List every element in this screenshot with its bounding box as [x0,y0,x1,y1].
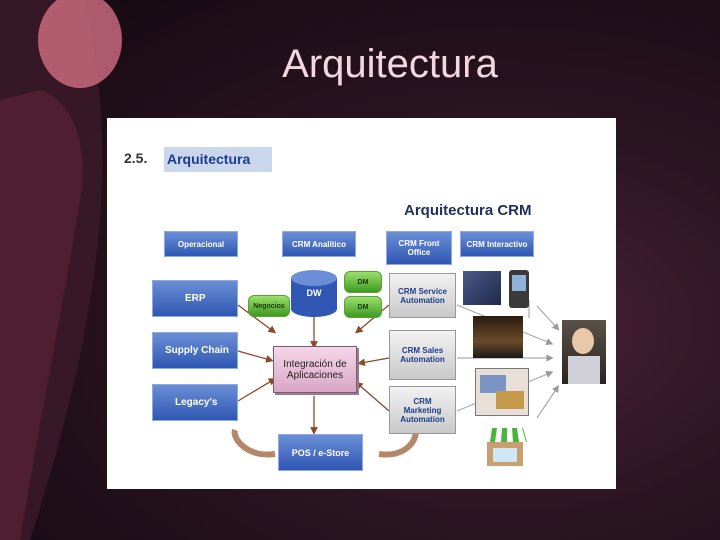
pos-estore-box: POS / e-Store [278,434,363,471]
architecture-diagram-image: 2.5. Arquitectura Arquitectura CRM [107,118,616,489]
dw-label: DW [306,288,322,298]
crm-service-box: CRM Service Automation [389,273,456,318]
negocios-box: Negocios [248,295,290,317]
crm-front-office-box: CRM Front Office [386,231,452,265]
slide-title: Arquitectura [282,42,498,86]
integracion-box: Integración de Aplicaciones [273,346,357,393]
pda-device-photo [509,270,529,308]
erp-box: ERP [152,280,238,317]
crm-sales-box: CRM Sales Automation [389,330,456,380]
store-front-icon [483,426,527,468]
crm-marketing-box: CRM Marketing Automation [389,386,456,434]
legacys-box: Legacy's [152,384,238,421]
crm-analitico-box: CRM Analítico [282,231,356,257]
operacional-box: Operacional [164,231,238,257]
crm-interactivo-box: CRM Interactivo [460,231,534,257]
diagram-title: Arquitectura CRM [404,202,532,219]
dw-cylinder: DW [291,270,337,317]
customer-person-photo [562,320,606,384]
supply-chain-box: Supply Chain [152,332,238,369]
website-screens-photo [475,368,529,416]
dm-bottom-box: DM [344,296,382,318]
dm-top-box: DM [344,271,382,293]
call-center-photo [463,271,501,305]
section-title: Arquitectura [164,147,272,172]
tv-screen-photo [473,316,523,358]
section-number: 2.5. [124,150,148,166]
